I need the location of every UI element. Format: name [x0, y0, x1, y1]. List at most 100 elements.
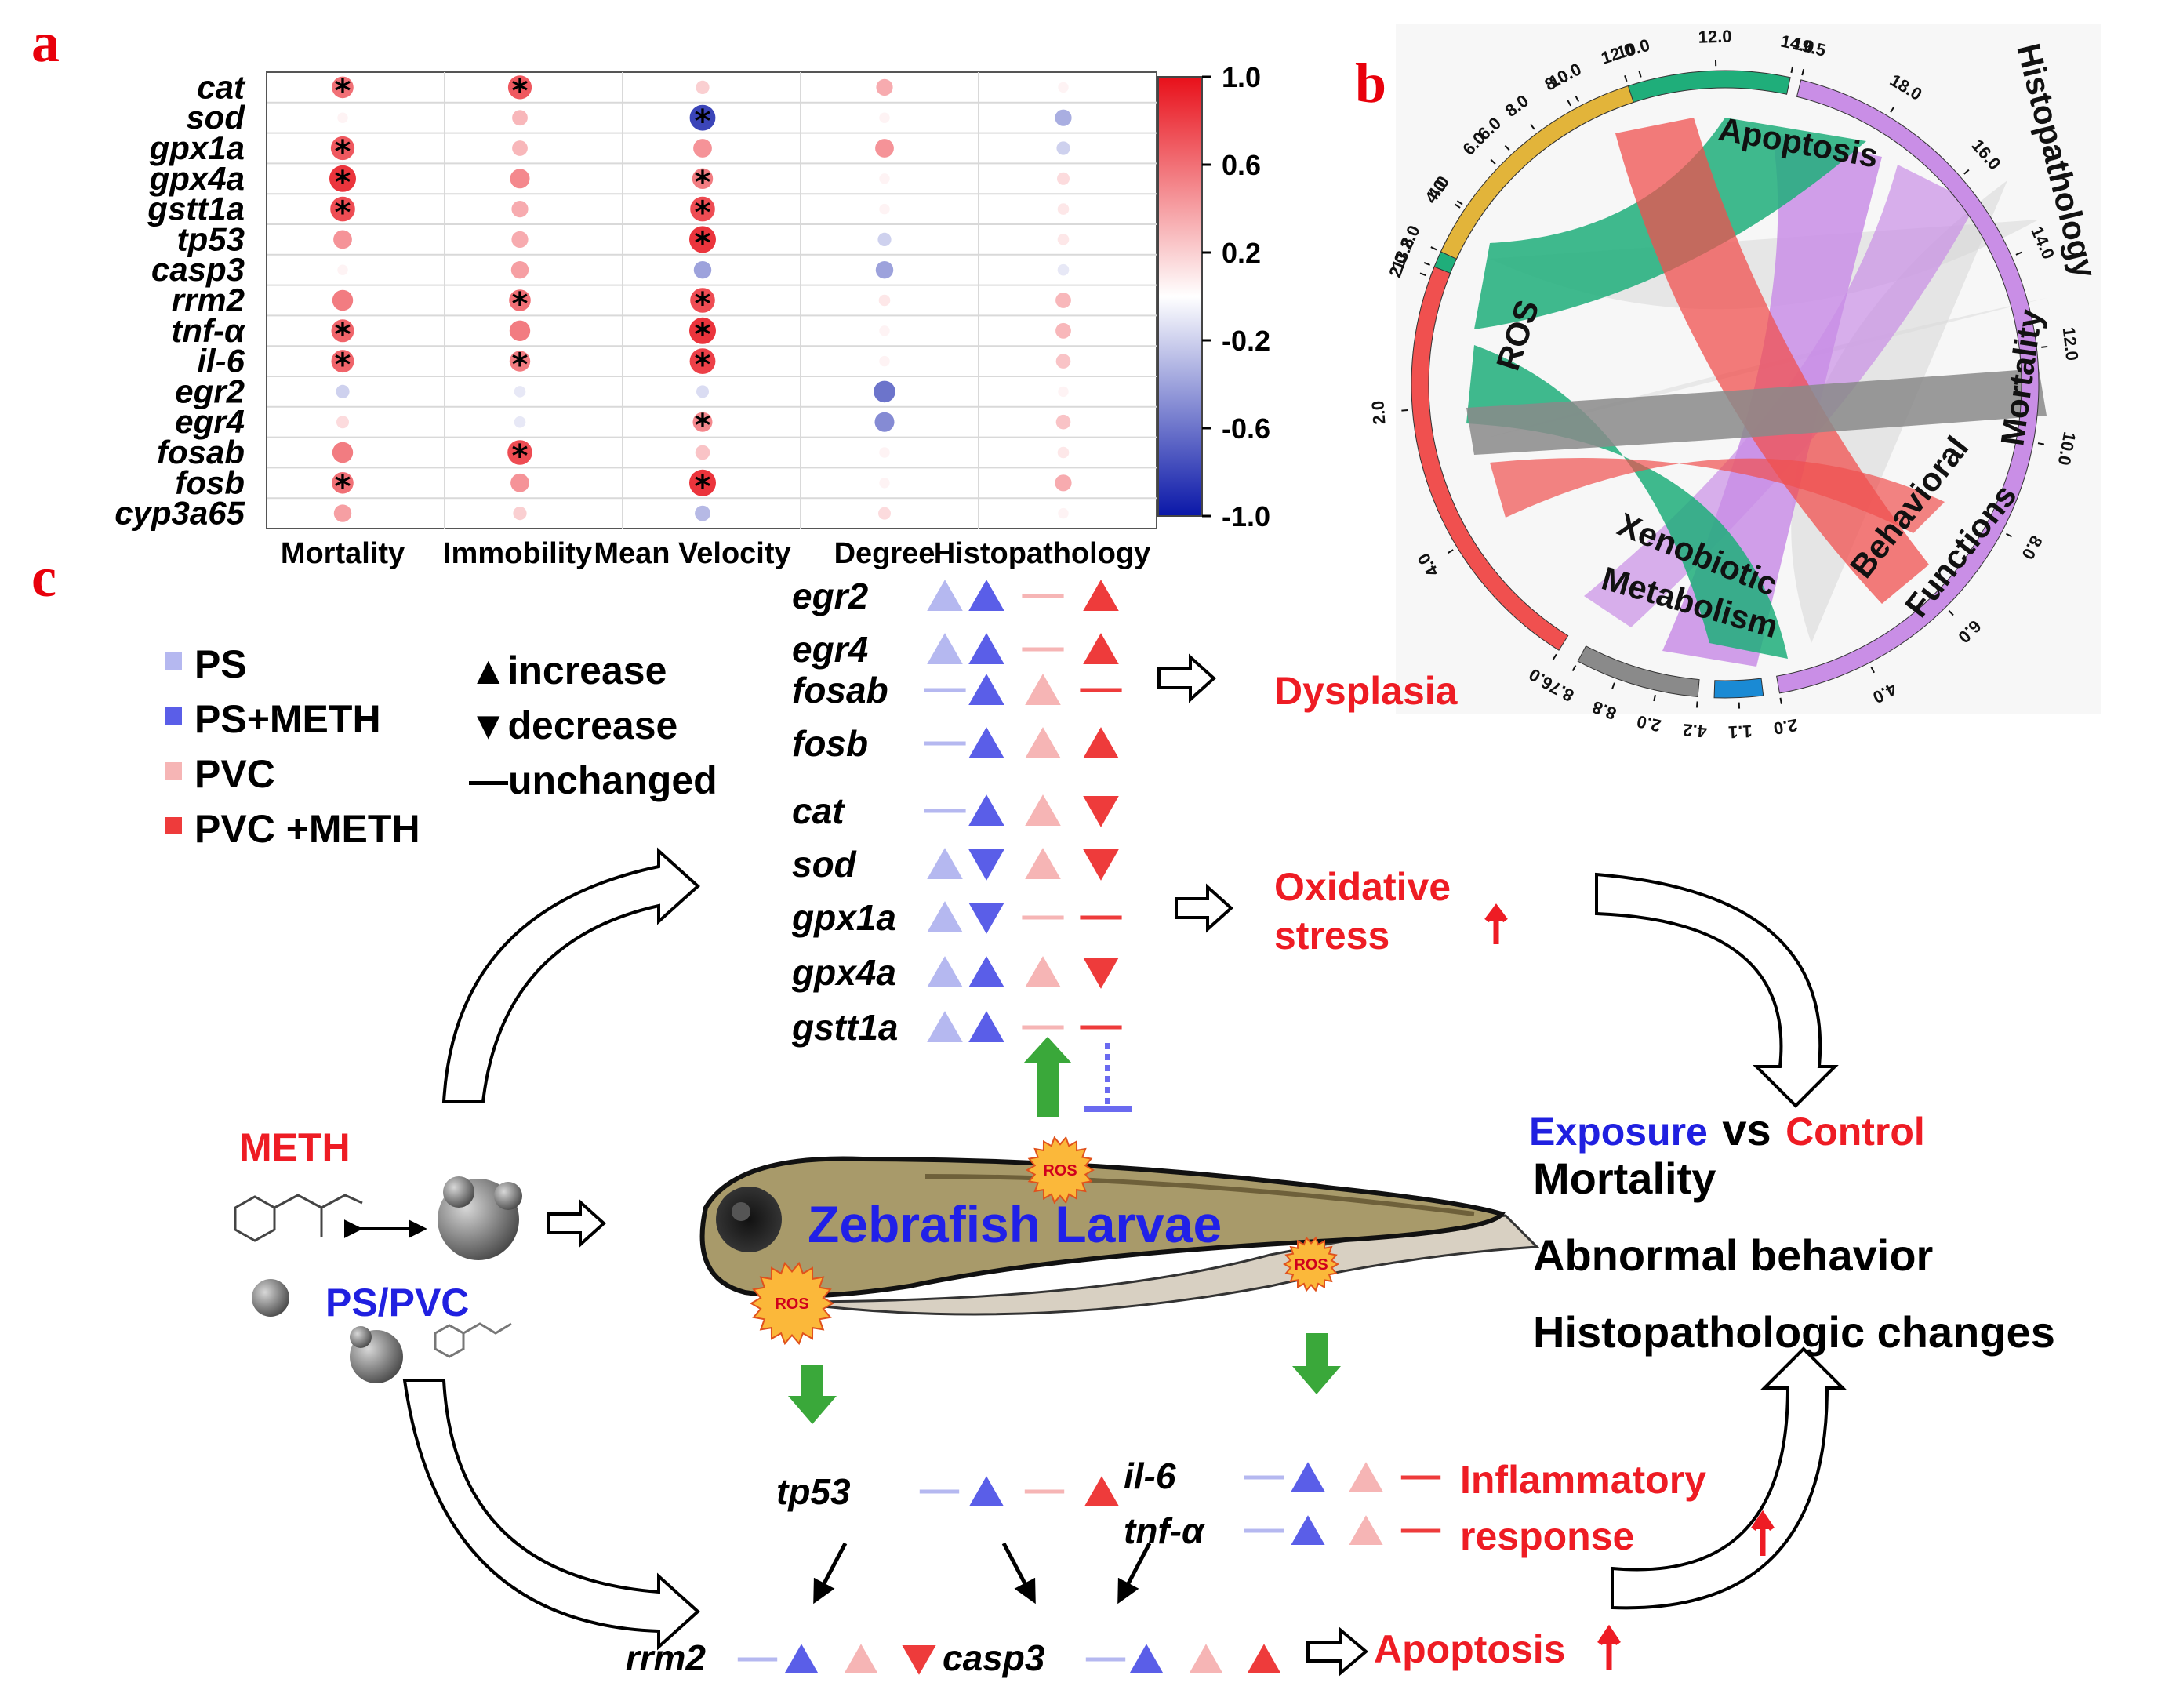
heatmap-cell — [1055, 293, 1071, 308]
heatmap-row-label: rrm2 — [172, 282, 245, 318]
heatmap-cell — [512, 140, 528, 156]
oxidative-label-2: stress — [1274, 914, 1389, 958]
legend-ps-meth: PS+METH — [194, 697, 381, 741]
chord-tick — [2037, 442, 2045, 445]
colorbar — [1157, 76, 1203, 517]
heatmap-cell — [879, 355, 890, 367]
significance-star: * — [695, 317, 711, 353]
colorbar-tick-label: 0.6 — [1222, 149, 1261, 181]
decrease-triangle — [968, 903, 1004, 934]
increase-triangle — [968, 794, 1004, 826]
increase-triangle — [1349, 1462, 1383, 1492]
increase-triangle — [927, 1011, 963, 1042]
chord-tick — [1567, 100, 1572, 107]
legend: PS PS+METH PVC PVC +METH ▲increase ▼decr… — [165, 642, 717, 851]
heatmap-cell — [879, 325, 890, 336]
increase-triangle — [927, 580, 963, 611]
ribbon-mortality — [1466, 369, 2047, 455]
heatmap-column-label: Histopathology — [934, 537, 1151, 570]
top-gene-label: gpx1a — [791, 897, 896, 938]
arrow-to-dysplasia — [1157, 653, 1216, 703]
increase-triangle — [844, 1644, 878, 1673]
apoptosis-label: Apoptosis — [1374, 1627, 1565, 1671]
heatmap-cell — [1055, 322, 1071, 339]
heatmap-cell — [1058, 82, 1069, 93]
heatmap-cell — [1057, 446, 1070, 459]
lower-gene-label: tp53 — [776, 1471, 851, 1512]
chord-tick — [1423, 261, 1430, 266]
increase-triangle — [1025, 794, 1061, 826]
dysplasia-label: Dysplasia — [1274, 669, 1458, 713]
ps-pvc-label: PS/PVC — [325, 1281, 469, 1325]
top-gene-label: cat — [792, 790, 845, 831]
increase-triangle — [1083, 727, 1119, 758]
heatmap-cell — [511, 231, 529, 248]
top-gene-label: sod — [792, 844, 857, 885]
heatmap-column-label: Mortality — [281, 537, 405, 570]
green-arrow-down-left — [788, 1365, 837, 1424]
legend-unchanged: —unchanged — [469, 758, 717, 802]
increase-triangle — [927, 633, 963, 664]
heatmap-cell — [874, 380, 895, 403]
heatmap-cell — [1055, 474, 1072, 492]
lower-gene-label: il-6 — [1124, 1455, 1176, 1496]
green-arrow-up — [1023, 1037, 1072, 1117]
ros-label: ROS — [1294, 1256, 1328, 1274]
decrease-triangle — [1083, 796, 1119, 827]
heatmap-cell — [510, 473, 529, 492]
heatmap-cell — [696, 80, 710, 94]
chord-tick — [1653, 694, 1656, 702]
chord-tick — [1948, 610, 1954, 616]
legend-swatch-ps-meth — [165, 707, 182, 725]
heatmap-row-label: tnf-α — [171, 312, 246, 349]
chord-tick — [1870, 667, 1875, 674]
heatmap-cell — [1055, 109, 1072, 126]
heatmap-cell — [695, 505, 710, 521]
heatmap-cell — [333, 504, 352, 522]
heatmap-row-label: fosb — [175, 464, 245, 501]
chord-tick — [1504, 144, 1510, 151]
arrow-tp53-casp3 — [1001, 1542, 1036, 1604]
heatmap-cell — [690, 288, 715, 313]
oxidative-up-arrow — [1484, 903, 1508, 944]
green-arrows — [788, 1037, 1341, 1424]
increase-triangle — [968, 580, 1004, 611]
outcome-mortality: Mortality — [1533, 1154, 1716, 1203]
increase-triangle — [1084, 1476, 1119, 1506]
increase-triangle — [968, 1011, 1004, 1042]
chord-tick — [1801, 69, 1805, 76]
arrow-to-oxidative — [1175, 883, 1233, 933]
significance-star: * — [512, 286, 529, 322]
significance-star: * — [695, 469, 711, 505]
heatmap-row-labels: catsodgpx1agpx4agstt1atp53casp3rrm2tnf-α… — [114, 68, 246, 531]
panel-c-mechanism: PS PS+METH PVC PVC +METH ▲increase ▼decr… — [165, 576, 2055, 1678]
chord-tick-label: 1.1 — [1728, 721, 1753, 742]
heatmap-cell — [878, 507, 891, 520]
heatmap-grid — [267, 72, 1157, 529]
oxidative-label-1: Oxidative — [1274, 865, 1451, 909]
heatmap-row-label: cat — [197, 68, 246, 105]
arrow-tnfa-casp3 — [1117, 1542, 1152, 1604]
heatmap-cell — [330, 136, 355, 161]
heatmap-cell — [1055, 354, 1071, 369]
chord-tick-label: 2.0 — [1635, 711, 1662, 736]
ros-label: ROS — [775, 1296, 808, 1313]
decrease-triangle — [1083, 849, 1119, 881]
heatmap-cell — [689, 317, 716, 344]
heatmap-cell — [695, 445, 710, 460]
heatmap-cell — [507, 75, 532, 100]
vs-label: vs — [1722, 1105, 1771, 1154]
top-gene-label: egr2 — [792, 576, 869, 616]
heatmap-cell — [513, 507, 527, 521]
heatmap-cell — [329, 165, 356, 192]
heatmap-cell — [879, 203, 890, 215]
decrease-triangle — [902, 1645, 936, 1675]
top-gene-label: egr4 — [792, 629, 868, 670]
heatmap-cell — [1057, 172, 1070, 185]
heatmap-cell — [336, 384, 350, 398]
chord-tick — [1890, 106, 1895, 113]
control-label: Control — [1785, 1110, 1925, 1154]
increase-triangle — [968, 727, 1004, 758]
